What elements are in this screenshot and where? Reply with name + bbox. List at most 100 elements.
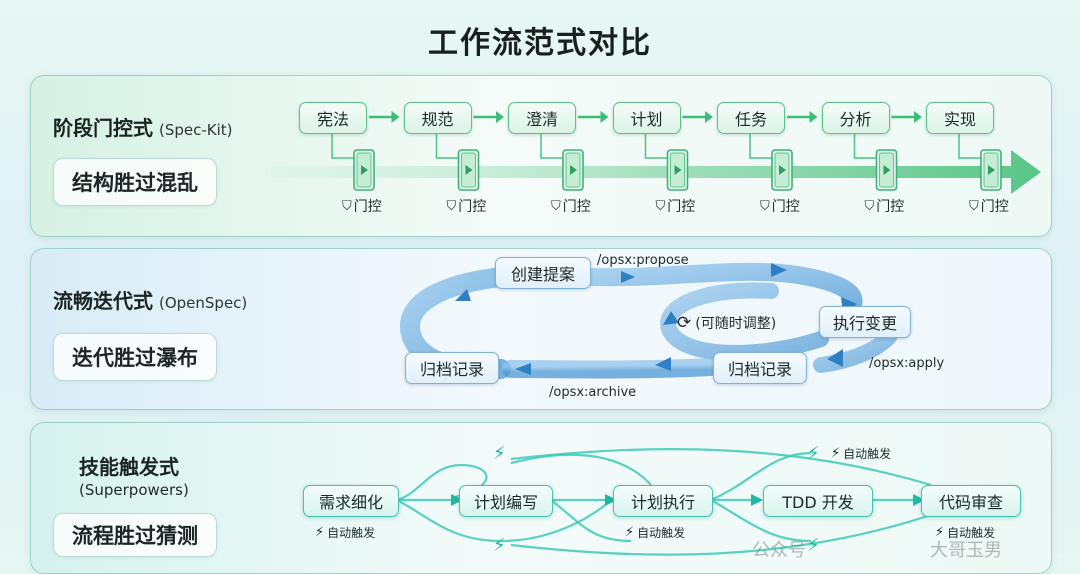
- flow-link: [510, 513, 932, 556]
- gate-connector: [853, 132, 877, 159]
- gate-label: ⛉门控: [447, 196, 487, 216]
- stage-arrowhead: [600, 111, 609, 123]
- stage-arrowhead: [705, 111, 713, 123]
- flow-link: [396, 499, 612, 543]
- gates: [353, 149, 1002, 191]
- gate-connector: [958, 132, 981, 159]
- gate-label-text: 门控: [353, 199, 382, 215]
- gate-label-text: 门控: [876, 199, 905, 215]
- lightning-icon: ⚡: [493, 443, 506, 464]
- adjustable-note: ⟳(可随时调整): [677, 313, 776, 333]
- gate-icon: [353, 149, 375, 191]
- gate-label-text: 门控: [562, 199, 591, 215]
- stage-arrowhead: [914, 111, 922, 123]
- shield-check-icon: ⛉: [551, 198, 561, 214]
- fluid-iterative-heading: 流畅迭代式: [53, 289, 153, 313]
- flow-link: [710, 451, 812, 502]
- archive-record-right-node: 归档记录: [713, 352, 807, 384]
- gate-icon: [562, 149, 584, 191]
- arrowhead: [663, 311, 679, 325]
- skill-node: TDD 开发: [763, 485, 873, 517]
- auto-trigger-label: ⚡自动触发: [315, 524, 375, 541]
- gate-connector: [435, 132, 459, 159]
- shield-check-icon: ⛉: [969, 198, 979, 214]
- flow-link: [710, 499, 812, 543]
- gate-label-text: 门控: [771, 199, 800, 215]
- gate-label: ⛉门控: [656, 196, 696, 216]
- flow-link: [396, 463, 488, 502]
- auto-trigger-label: ⚡自动触发: [831, 445, 891, 462]
- stage-box: 实现: [926, 102, 994, 134]
- shield-check-icon: ⛉: [342, 198, 352, 214]
- gate-label: ⛉门控: [551, 196, 591, 216]
- gate-connector: [749, 132, 772, 159]
- gate-connector: [331, 132, 354, 159]
- skill-flow-graphic: [396, 448, 932, 556]
- auto-trigger-text: 自动触发: [947, 526, 996, 540]
- fluid-iterative-subtitle: (OpenSpec): [159, 294, 248, 312]
- stage-gated-subtitle: (Spec-Kit): [159, 121, 233, 139]
- bolt-icon: ⚡: [831, 446, 841, 461]
- fluid-iterative-title: 流畅迭代式 (OpenSpec): [53, 285, 247, 314]
- lightning-icon: ⚡: [493, 535, 506, 556]
- loop-arrowheads: [455, 263, 857, 375]
- skill-triggered-heading: 技能触发式: [79, 455, 179, 479]
- auto-trigger-text: 自动触发: [843, 447, 892, 461]
- gate-icon: [771, 149, 793, 191]
- arrowhead: [827, 349, 843, 367]
- stage-box: 规范: [403, 102, 472, 134]
- stage-gated-title: 阶段门控式 (Spec-Kit): [53, 112, 233, 141]
- stage-gated-panel: 阶段门控式 (Spec-Kit) 结构胜过混乱: [30, 75, 1052, 237]
- shield-check-icon: ⛉: [760, 198, 770, 214]
- gate-label: ⛉门控: [342, 196, 382, 216]
- adjustable-note-text: (可随时调整): [695, 316, 777, 332]
- arrowhead: [455, 289, 471, 301]
- arrowhead: [621, 271, 635, 283]
- flow-link: [550, 499, 632, 543]
- gate-connector: [644, 132, 668, 159]
- stage-box: 宪法: [299, 102, 367, 134]
- bottom-band: [502, 358, 720, 379]
- fluid-iterative-panel: 流畅迭代式(OpenSpec) 迭代胜过瀑布: [30, 248, 1052, 410]
- skill-node: 需求细化: [303, 485, 399, 517]
- flow-link: [510, 453, 652, 486]
- gate-icon: [457, 149, 480, 191]
- shield-check-icon: ⛉: [864, 198, 875, 214]
- watermark-left: 公众号: [752, 540, 806, 561]
- refresh-icon: ⟳: [677, 313, 692, 333]
- stage-gated-heading: 阶段门控式: [53, 116, 153, 140]
- stage-box: 分析: [821, 102, 890, 134]
- stage-box: 任务: [717, 102, 785, 134]
- bolt-icon: ⚡: [935, 525, 945, 540]
- right-descending-band: [813, 326, 899, 373]
- archive-record-left-node: 归档记录: [405, 352, 499, 384]
- arrowhead: [751, 494, 763, 506]
- inner-loop-band: [660, 282, 829, 361]
- auto-trigger-text: 自动触发: [327, 526, 376, 540]
- stage-arrowhead: [391, 111, 400, 123]
- lightning-icon: ⚡: [807, 443, 820, 464]
- skill-triggered-subtitle: (Superpowers): [79, 481, 189, 499]
- stage-gated-tagline: 结构胜过混乱: [53, 158, 217, 206]
- gate-connector: [540, 132, 563, 159]
- gate-label-text: 门控: [458, 199, 487, 215]
- auto-trigger-label: ⚡自动触发: [935, 524, 995, 541]
- skill-triggered-tagline: 流程胜过猜测: [53, 513, 217, 557]
- archive-command: /opsx:archive: [549, 385, 637, 400]
- skill-node: 计划编写: [459, 485, 553, 517]
- gate-label-text: 门控: [980, 199, 1009, 215]
- stage-pipeline-graphic: [271, 111, 1041, 194]
- bolt-icon: ⚡: [315, 525, 325, 540]
- stage-arrowhead: [496, 111, 504, 123]
- apply-command: /opsx:apply: [869, 356, 945, 371]
- stage-box: 澄清: [508, 102, 576, 134]
- bolt-icon: ⚡: [625, 525, 635, 540]
- create-proposal-node: 创建提案: [495, 257, 591, 289]
- propose-command: /opsx:propose: [597, 253, 689, 268]
- stage-box: 计划: [612, 102, 681, 134]
- gate-icon: [875, 149, 898, 191]
- skill-node: 计划执行: [613, 485, 713, 517]
- arrowhead: [605, 494, 617, 506]
- lightning-icon: ⚡: [807, 535, 820, 556]
- shield-check-icon: ⛉: [655, 198, 666, 214]
